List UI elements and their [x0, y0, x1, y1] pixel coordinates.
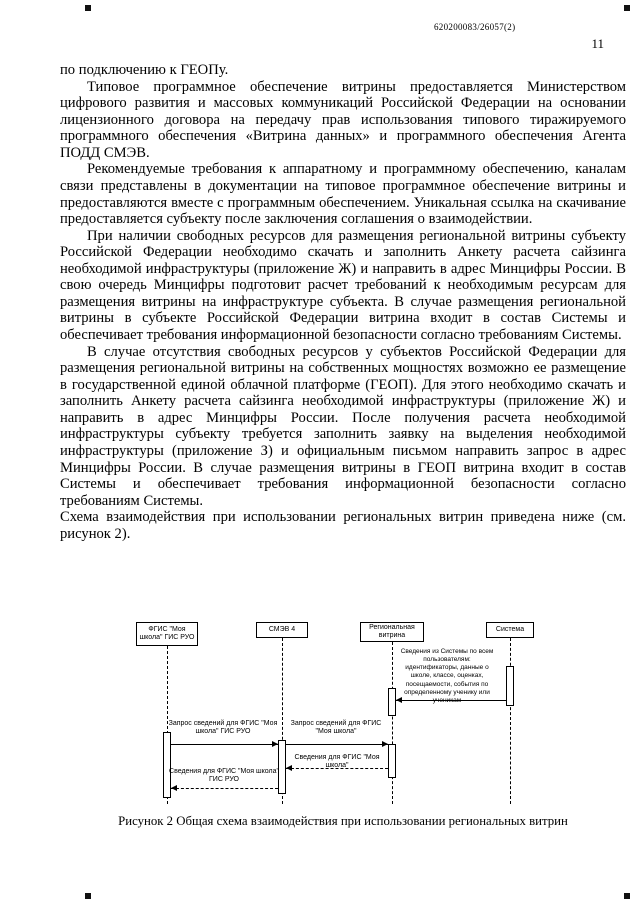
message-arrow-data-push: [396, 700, 506, 701]
paragraph: по подключению к ГЕОПу.: [60, 62, 229, 78]
lifeline-fgis: [167, 646, 168, 804]
arrowhead-right-icon: [272, 741, 278, 747]
activation-bar-vitrina: [388, 688, 396, 716]
lifeline-vitrina: [392, 642, 393, 804]
arrowhead-left-icon: [286, 765, 292, 771]
arrowhead-right-icon: [382, 741, 388, 747]
actor-label: Региональная витрина: [369, 623, 415, 639]
paragraph: Типовое программное обеспечение витрины …: [60, 78, 626, 161]
actor-label: СМЭВ 4: [268, 625, 296, 633]
message-arrow-request-1: [171, 744, 278, 745]
message-arrow-response-2: [171, 788, 278, 789]
arrowhead-left-icon: [396, 697, 402, 703]
activation-bar-vitrina-2: [388, 744, 396, 778]
diagram-note: Сведения из Системы по всем пользователя…: [400, 648, 494, 704]
paragraph: В случае отсутствия свободных ресурсов у…: [60, 343, 626, 509]
page-number: 11: [591, 36, 604, 51]
message-label: Запрос сведений для ФГИС "Моя школа" ГИС…: [168, 720, 278, 736]
message-label: Сведения для ФГИС "Моя школа": [294, 754, 380, 770]
activation-bar-sistema: [506, 666, 514, 706]
sequence-diagram: ФГИС "Моя школа" ГИС РУО СМЭВ 4 Регионал…: [0, 616, 640, 812]
message-arrow-request-2: [286, 744, 388, 745]
lifeline-smev: [282, 638, 283, 804]
message-label: Запрос сведений для ФГИС "Моя школа": [290, 720, 382, 736]
lifeline-sistema: [510, 638, 511, 804]
paragraph: Схема взаимодействия при использовании р…: [60, 509, 626, 542]
corner-mark: [624, 893, 630, 899]
paragraph: При наличии свободных ресурсов для разме…: [60, 227, 626, 343]
paragraph: Рекомендуемые требования к аппаратному и…: [60, 161, 626, 228]
actor-box-sistema: Система: [486, 622, 534, 638]
message-arrow-response-1: [286, 768, 388, 769]
actor-box-fgis: ФГИС "Моя школа" ГИС РУО: [136, 622, 198, 646]
figure-caption: Рисунок 2 Общая схема взаимодействия при…: [118, 814, 568, 828]
corner-mark: [85, 5, 91, 11]
corner-mark: [624, 5, 630, 11]
message-label: Сведения для ФГИС "Моя школа" ГИС РУО: [169, 768, 279, 784]
actor-label: ФГИС "Моя школа" ГИС РУО: [139, 625, 195, 641]
activation-bar-fgis: [163, 732, 171, 798]
document-body: по подключению к ГЕОПу. Типовое программ…: [60, 62, 626, 542]
arrowhead-left-icon: [171, 785, 177, 791]
activation-bar-smev: [278, 740, 286, 794]
actor-label: Система: [495, 625, 525, 633]
actor-box-vitrina: Региональная витрина: [360, 622, 424, 642]
actor-box-smev: СМЭВ 4: [256, 622, 308, 638]
corner-mark: [85, 893, 91, 899]
doc-number: 620200083/26057(2): [434, 22, 516, 32]
